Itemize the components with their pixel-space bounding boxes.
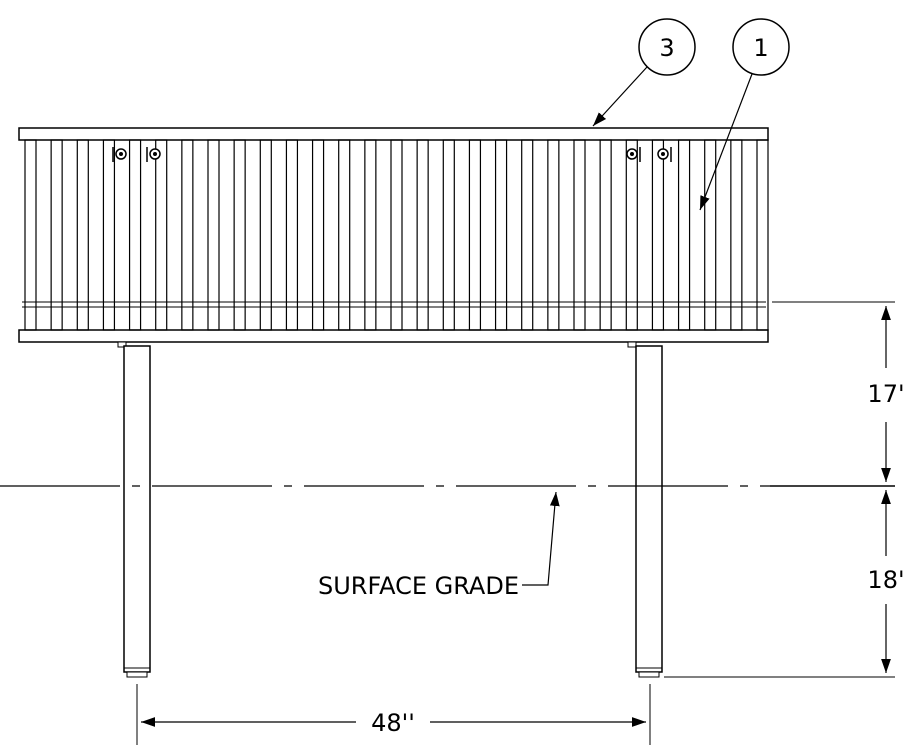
picket [704,139,717,331]
railing-panel [18,127,769,343]
picket [573,139,586,331]
balloon-3: 3 [592,18,696,127]
post-left [117,341,151,678]
picket [625,139,638,331]
pickets [24,139,769,331]
picket [442,139,455,331]
surface-grade-label: SURFACE GRADE [318,572,519,600]
picket [547,139,560,331]
bottom-rail [18,329,769,343]
bracket-right-b [657,147,672,162]
picket [677,139,691,331]
dimension-below-grade-label: 18' [867,566,904,594]
picket [50,139,63,331]
picket [730,139,743,331]
picket [155,139,168,331]
balloon-1-number: 1 [753,34,768,62]
picket [24,139,37,331]
picket [416,139,429,331]
picket [599,139,612,331]
picket [311,139,325,331]
picket [494,139,508,331]
picket [102,139,116,331]
dimension-above-grade: 17' [867,306,905,482]
picket [181,139,194,331]
picket [756,139,769,331]
picket [207,139,220,331]
dimension-post-spacing-label: 48'' [371,709,415,737]
picket [76,139,89,331]
picket [233,139,246,331]
bracket-left-b [146,147,161,162]
picket [651,139,665,331]
top-rail [18,127,769,141]
balloon-1: 1 [699,18,790,211]
dimension-post-spacing: 48'' [141,709,646,737]
picket [128,139,142,331]
post-right [627,341,663,678]
dimension-above-grade-label: 17' [867,380,904,408]
picket [285,139,299,331]
bracket-right-a [626,147,641,162]
dimension-below-grade: 18' [867,490,905,673]
picket [468,139,482,331]
bracket-left-a [112,147,127,162]
picket [259,139,272,331]
picket [338,139,351,331]
balloon-3-number: 3 [659,34,674,62]
picket [521,139,534,331]
surface-grade-callout: SURFACE GRADE [318,491,560,600]
picket [364,139,377,331]
picket [390,139,403,331]
